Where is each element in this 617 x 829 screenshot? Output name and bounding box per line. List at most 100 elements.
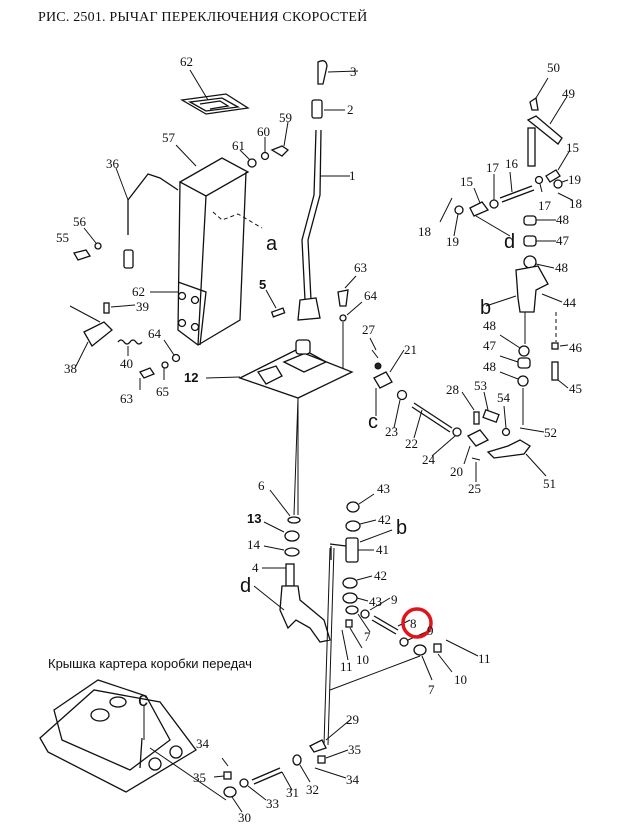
- part-6-washer[interactable]: [269, 489, 301, 524]
- part-64-washer-right[interactable]: [339, 301, 363, 368]
- label-9-left: 9: [391, 592, 398, 607]
- label-23: 23: [385, 424, 398, 439]
- part-17-washer-left[interactable]: [489, 174, 499, 209]
- part-42-bush-bottom[interactable]: [342, 575, 373, 589]
- part-28-pin[interactable]: [461, 391, 480, 425]
- part-36-rod[interactable]: [115, 167, 179, 269]
- part-35-nut-left[interactable]: [213, 771, 232, 780]
- part-63-bolt-left[interactable]: [139, 367, 155, 390]
- label-63-right: 63: [354, 260, 367, 275]
- gearbox-cover[interactable]: [39, 679, 227, 801]
- part-19-nut-right[interactable]: [553, 179, 569, 189]
- part-18-cotter-left[interactable]: [439, 197, 453, 223]
- ref-d-leader-top: [475, 215, 511, 237]
- part-53-bolt[interactable]: [482, 391, 500, 423]
- part-34-cotter-right[interactable]: [314, 767, 347, 779]
- label-51: 51: [543, 476, 556, 491]
- label-34-left: 34: [196, 736, 210, 751]
- part-21-joint[interactable]: [373, 349, 405, 389]
- part-10-nut-right[interactable]: [433, 643, 453, 673]
- part-35-nut-right[interactable]: [317, 749, 349, 764]
- part-42-bush-top[interactable]: [345, 519, 377, 532]
- part-49-lever[interactable]: [526, 97, 567, 167]
- part-29-joint[interactable]: [309, 719, 351, 753]
- label-8: 8: [410, 616, 417, 631]
- part-56-washer[interactable]: [83, 227, 102, 250]
- part-43-nut-top[interactable]: [346, 493, 375, 513]
- part-13-bush[interactable]: [263, 521, 300, 542]
- part-54-washer[interactable]: [501, 405, 511, 437]
- label-22: 22: [405, 436, 418, 451]
- part-57-housing[interactable]: [175, 144, 263, 346]
- part-41-lever[interactable]: [329, 529, 393, 563]
- label-35-right: 35: [348, 742, 361, 757]
- gearbox-cover-caption: Крышка картера коробки передач: [48, 656, 252, 671]
- part-2-sleeve[interactable]: [311, 99, 345, 119]
- part-7-joint-right[interactable]: [413, 644, 433, 681]
- part-4-shaft-bracket[interactable]: [262, 563, 331, 643]
- axis-12-6: [293, 397, 299, 516]
- part-59-bolt[interactable]: [270, 121, 290, 157]
- part-9-nut-left[interactable]: [360, 597, 391, 619]
- part-15-joint-right[interactable]: [545, 149, 571, 183]
- part-48-bush-3[interactable]: [499, 334, 530, 357]
- label-42-top: 42: [378, 512, 391, 527]
- part-50-bolt[interactable]: [529, 77, 549, 111]
- vertical-link-rod-edge: [327, 547, 335, 746]
- label-45: 45: [569, 381, 582, 396]
- part-60-washer[interactable]: [260, 137, 270, 161]
- part-46-nut[interactable]: [551, 312, 569, 350]
- part-43-nut-bottom[interactable]: [342, 592, 369, 604]
- part-51-lever[interactable]: [486, 439, 547, 477]
- part-24-nut[interactable]: [431, 427, 462, 457]
- part-33-nut[interactable]: [239, 778, 267, 801]
- part-10-nut-left[interactable]: [345, 619, 363, 649]
- part-44-bracket[interactable]: [485, 265, 563, 313]
- part-9-nut-right[interactable]: [399, 631, 427, 647]
- part-45-bolt[interactable]: [551, 361, 569, 389]
- part-34-cotter-left[interactable]: [221, 757, 229, 767]
- part-14-washer[interactable]: [263, 545, 300, 557]
- part-19-nut-left[interactable]: [453, 205, 464, 237]
- part-17-washer-right[interactable]: [534, 175, 544, 193]
- part-12-base-plate[interactable]: [205, 339, 354, 515]
- part-62-cover-plate[interactable]: [180, 69, 250, 115]
- part-31-rod[interactable]: [251, 767, 293, 791]
- part-16-shaft[interactable]: [499, 171, 535, 203]
- part-40-spring[interactable]: [117, 339, 143, 356]
- part-39-pin[interactable]: [103, 302, 136, 314]
- part-55-bolt[interactable]: [73, 249, 92, 261]
- part-20-block[interactable]: [463, 429, 490, 465]
- part-30-joint[interactable]: [223, 786, 243, 813]
- part-32-nut[interactable]: [292, 754, 311, 783]
- label-27: 27: [362, 322, 376, 337]
- label-14: 14: [247, 537, 261, 552]
- part-27-cotter[interactable]: [369, 337, 379, 359]
- part-5-pin[interactable]: [265, 289, 286, 318]
- part-61-nut[interactable]: [239, 149, 257, 168]
- label-53: 53: [474, 378, 487, 393]
- part-64-washer-left[interactable]: [163, 339, 181, 363]
- part-3-knob[interactable]: [317, 60, 359, 85]
- part-25-cotter[interactable]: [471, 457, 481, 482]
- label-55: 55: [56, 230, 69, 245]
- part-52-pin[interactable]: [519, 427, 545, 433]
- part-65-lockwasher[interactable]: [161, 361, 169, 380]
- ref-letter-b-center: b: [396, 517, 407, 539]
- part-47-bush-2[interactable]: [499, 355, 531, 369]
- part-7-joint-left[interactable]: [345, 605, 371, 633]
- part-1-shift-lever[interactable]: [297, 129, 350, 321]
- part-48-bush-2[interactable]: [523, 255, 555, 269]
- part-15-joint-left[interactable]: [469, 187, 490, 217]
- part-48-bush-1[interactable]: [523, 215, 556, 226]
- part-18-cotter-right[interactable]: [557, 192, 573, 201]
- part-38-bracket[interactable]: [69, 305, 113, 367]
- label-13: 13: [247, 511, 261, 526]
- part-11-cotter-right[interactable]: [445, 639, 479, 657]
- part-22-bolt[interactable]: [411, 402, 453, 439]
- part-11-cotter-left[interactable]: [341, 629, 349, 661]
- part-63-bolt-right[interactable]: [337, 275, 357, 307]
- part-47-bush-1[interactable]: [523, 235, 556, 247]
- part-48-bush-4[interactable]: [499, 371, 529, 387]
- part-23-nut[interactable]: [393, 389, 408, 429]
